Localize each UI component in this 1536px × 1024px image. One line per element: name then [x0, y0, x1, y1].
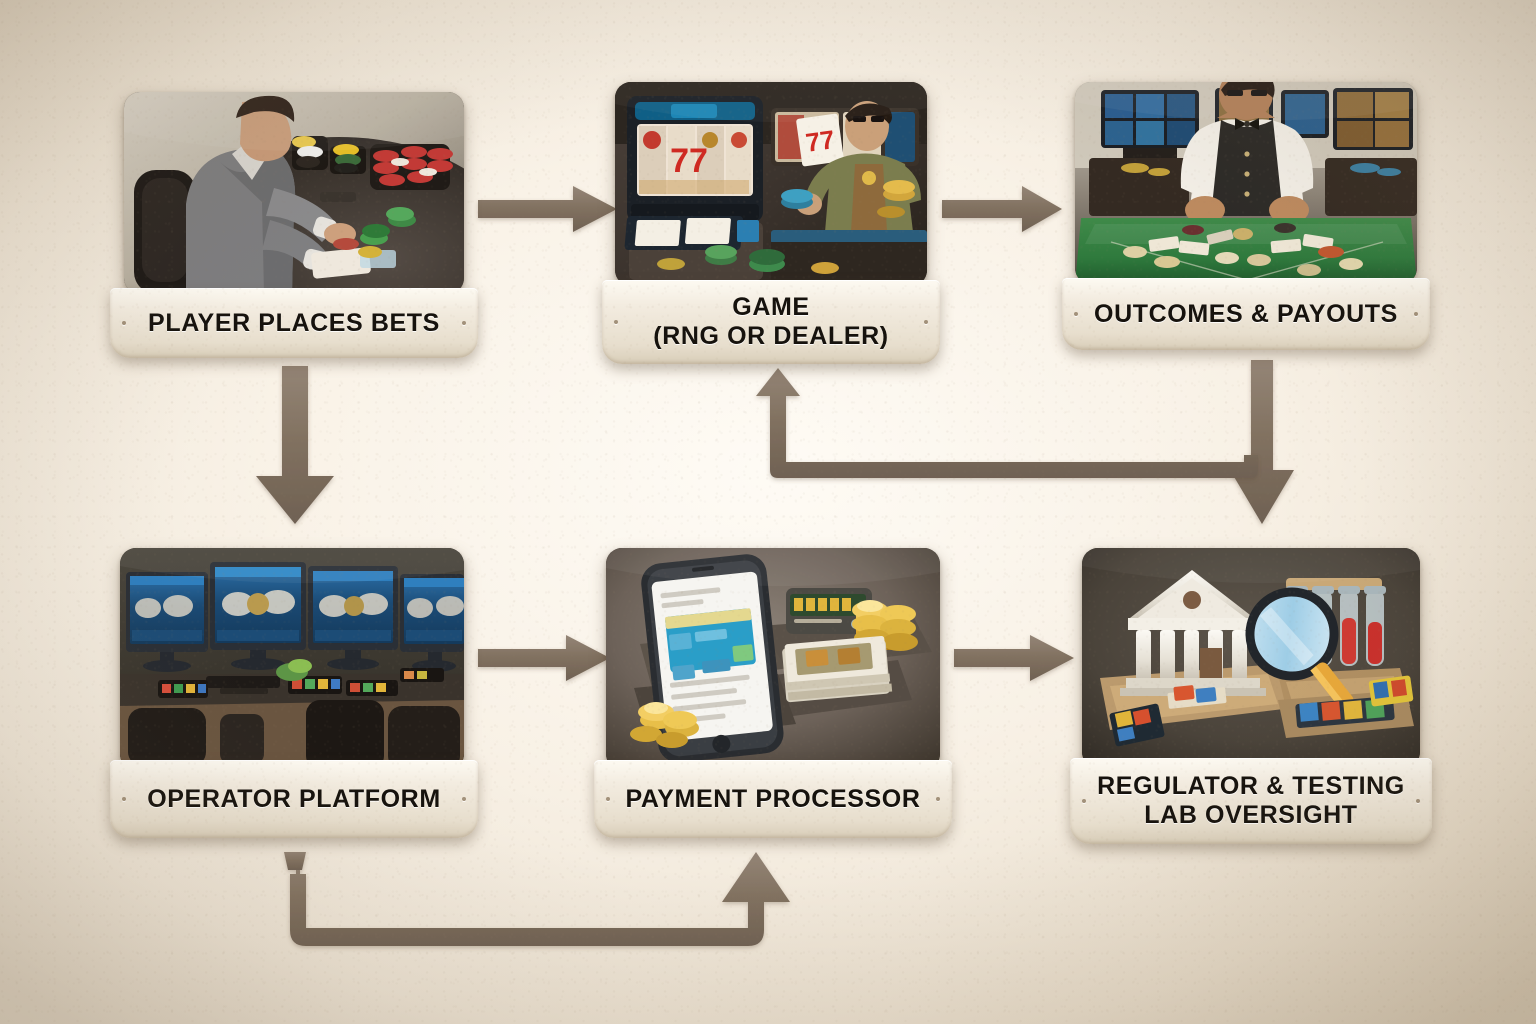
arrow-outcomes-to-game-feedback: [756, 368, 1258, 478]
node-label-operator-platform: OPERATOR PLATFORM: [147, 784, 441, 813]
thumbnail-payment-processor: [606, 548, 940, 770]
arrow-payment-operator-return-loop: [272, 852, 790, 946]
arrow-payment-to-regulator: [954, 635, 1074, 681]
thumbnail-regulator-and-testing-lab-oversight: [1082, 548, 1420, 768]
plaque-payment-processor[interactable]: PAYMENT PROCESSOR: [594, 760, 952, 838]
thumbnail-game-rng-or-dealer: 77 77: [615, 82, 927, 286]
node-label-payment-processor: PAYMENT PROCESSOR: [625, 784, 921, 813]
art-courthouse-magnifier-testtubes: [1082, 548, 1420, 768]
arrow-player-to-operator: [256, 366, 334, 524]
node-outcomes-and-payouts[interactable]: OUTCOMES & PAYOUTS: [1062, 82, 1430, 356]
plaque-dot-right: [1414, 312, 1418, 316]
node-game-rng-or-dealer[interactable]: 77 77: [602, 82, 940, 366]
node-regulator-and-testing-lab-oversight[interactable]: REGULATOR & TESTING LAB OVERSIGHT: [1070, 548, 1432, 850]
art-player-at-table: [124, 92, 464, 294]
arrow-player-to-game: [478, 186, 617, 232]
node-label-outcomes-and-payouts: OUTCOMES & PAYOUTS: [1094, 299, 1398, 328]
plaque-dot-left: [1074, 312, 1078, 316]
arrow-outcomes-to-regulator: [1230, 360, 1294, 524]
node-label-player-places-bets: PLAYER PLACES BETS: [148, 308, 440, 337]
thumbnail-operator-platform: [120, 548, 464, 770]
plaque-game-rng-or-dealer[interactable]: GAME (RNG OR DEALER): [602, 280, 940, 364]
art-slot-machine-and-dealer: 77 77: [615, 82, 927, 286]
plaque-dot-right: [936, 797, 940, 801]
node-payment-processor[interactable]: PAYMENT PROCESSOR: [594, 548, 952, 846]
plaque-player-places-bets[interactable]: PLAYER PLACES BETS: [110, 288, 478, 358]
plaque-outcomes-and-payouts[interactable]: OUTCOMES & PAYOUTS: [1062, 278, 1430, 350]
plaque-dot-right: [462, 321, 466, 325]
svg-text:77: 77: [670, 142, 708, 180]
node-label-regulator-and-testing-lab-oversight: REGULATOR & TESTING LAB OVERSIGHT: [1097, 772, 1405, 829]
arrow-operator-to-payment: [478, 635, 610, 681]
plaque-dot-right: [924, 320, 928, 324]
svg-text:77: 77: [804, 124, 837, 158]
plaque-operator-platform[interactable]: OPERATOR PLATFORM: [110, 760, 478, 838]
plaque-dot-left: [614, 320, 618, 324]
thumbnail-player-places-bets: [124, 92, 464, 294]
node-label-game-rng-or-dealer: GAME (RNG OR DEALER): [653, 293, 889, 350]
plaque-regulator-and-testing-lab-oversight[interactable]: REGULATOR & TESTING LAB OVERSIGHT: [1070, 758, 1432, 844]
node-operator-platform[interactable]: OPERATOR PLATFORM: [110, 548, 478, 846]
plaque-dot-right: [462, 797, 466, 801]
plaque-dot-left: [606, 797, 610, 801]
arrow-game-to-outcomes: [942, 186, 1062, 232]
art-control-room-monitors: [120, 548, 464, 770]
plaque-dot-right: [1416, 799, 1420, 803]
thumbnail-outcomes-and-payouts: [1075, 82, 1417, 284]
art-live-dealer-green-table: [1075, 82, 1417, 284]
plaque-dot-left: [122, 797, 126, 801]
plaque-dot-left: [122, 321, 126, 325]
node-player-places-bets[interactable]: PLAYER PLACES BETS: [110, 92, 478, 364]
plaque-dot-left: [1082, 799, 1086, 803]
art-smartphone-coins-cash: [606, 548, 940, 770]
